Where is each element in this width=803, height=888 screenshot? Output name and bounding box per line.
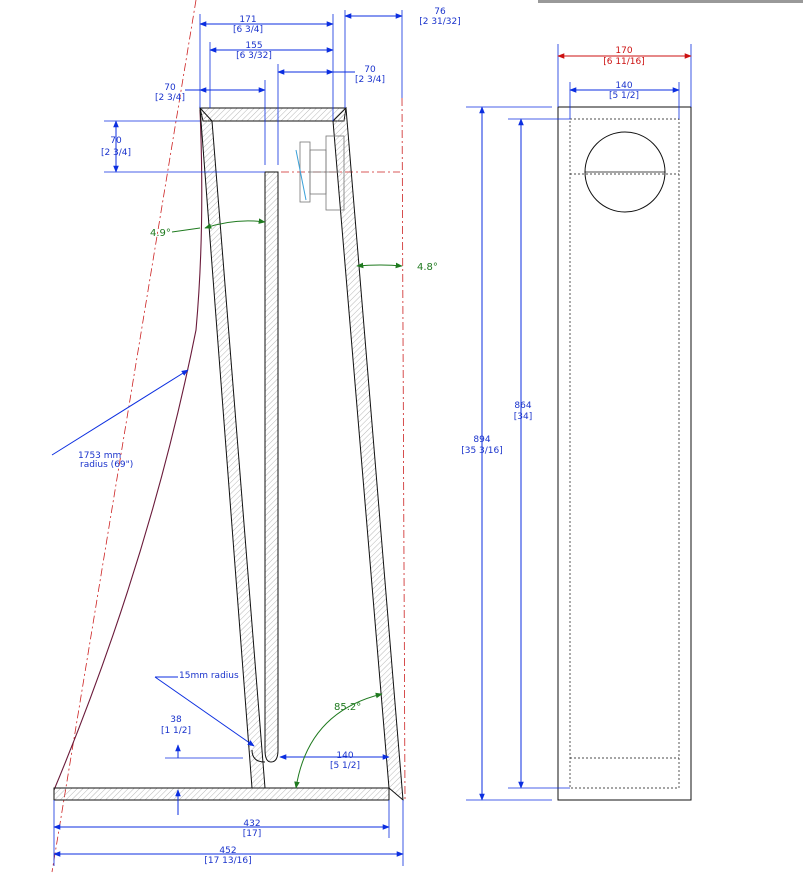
dim-140-bottom-inch: [5 1/2] (330, 761, 360, 771)
angle-arc-base (294, 692, 383, 789)
dim-171-label: 171 (239, 15, 256, 25)
front-wall (199, 106, 266, 789)
angle-left-label: 4.9° (150, 228, 171, 239)
dim-140-front-label: 140 (615, 81, 632, 91)
dim-894-inch: [35 3/16] (461, 446, 503, 456)
dim-70-vertical-inch: [2 3/4] (101, 148, 131, 158)
dim-140-bottom-label: 140 (336, 751, 353, 761)
dim-894-label: 894 (473, 435, 490, 445)
dim-76-label: 76 (434, 7, 446, 17)
dim-70-vertical-label: 70 (110, 136, 122, 146)
back-wall (332, 106, 404, 802)
divider-panel (264, 171, 279, 763)
dim-70-left-inch: [2 3/4] (155, 93, 185, 103)
dim-452-inch: [17 13/16] (204, 856, 251, 866)
front-outline (557, 106, 692, 801)
divider-rounded-end (251, 749, 266, 763)
dim-864-label: 864 (514, 401, 531, 411)
dim-864-inch: [34] (514, 412, 532, 422)
dim-76-inch: [2 31/32] (419, 17, 461, 27)
dim-432-label: 432 (243, 819, 260, 829)
dim-70-top-label: 70 (364, 65, 376, 75)
dim-170-label: 170 (615, 46, 632, 56)
dim-140-front-inch: [5 1/2] (609, 91, 639, 101)
horn-curve (53, 109, 203, 791)
dim-171-inch: [6 3/4] (233, 25, 263, 35)
top-panel (199, 107, 347, 122)
radius-leader-large (51, 369, 189, 456)
dim-70-left-label: 70 (164, 83, 176, 93)
dim-432-inch: [17] (243, 829, 261, 839)
construction-line-left (51, 0, 197, 873)
driver-sketch (299, 135, 345, 211)
angle-arc-left (204, 218, 266, 229)
front-view: 894 [35 3/16] 864 [34] 170 [6 11/16] 140… (461, 44, 692, 801)
side-view: 171 [6 3/4] 155 [6 3/32] 76 [2 31/32] 70… (51, 0, 461, 873)
angle-base-label: 85.2° (334, 702, 361, 713)
header-bar (538, 0, 803, 3)
small-radius-note: 15mm radius (179, 671, 239, 681)
dim-70-top-inch: [2 3/4] (355, 75, 385, 85)
dim-452-label: 452 (219, 846, 236, 856)
dim-155-label: 155 (245, 41, 262, 51)
angle-arc-right (356, 262, 403, 269)
angle-right-label: 4.8° (417, 262, 438, 273)
dim-38-inch: [1 1/2] (161, 726, 191, 736)
radius-leader-small (154, 676, 255, 747)
dim-170-inch: [6 11/16] (603, 57, 645, 67)
front-inner-outline (569, 118, 680, 789)
dim-155-inch: [6 3/32] (236, 51, 272, 61)
construction-line-right (401, 97, 406, 801)
driver-cone (295, 149, 307, 201)
base-panel (53, 787, 390, 801)
radius-note-line1: 1753 mm (78, 451, 121, 461)
dim-38-label: 38 (170, 715, 182, 725)
radius-note-line2: radius (69") (80, 460, 133, 470)
